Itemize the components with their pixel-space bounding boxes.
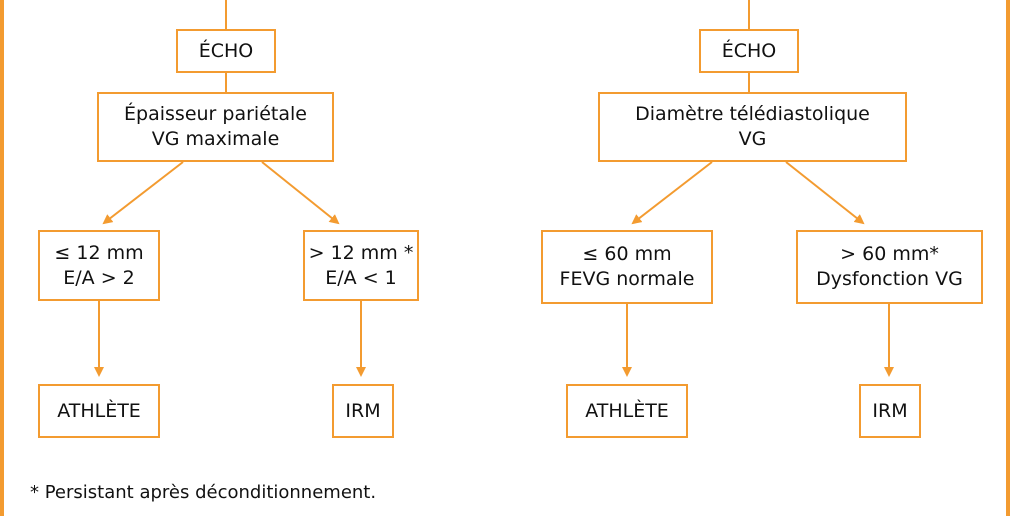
left-question-box: Épaisseur pariétale VG maximale	[97, 92, 334, 162]
left-question-to-low-arrow	[102, 161, 184, 225]
right-question-to-low-arrow	[631, 161, 713, 225]
right-outcome-athlete-label: ATHLÈTE	[585, 399, 669, 422]
left-branch-high-line-1: > 12 mm *	[308, 241, 414, 264]
right-question-line-1: Diamètre télédiastolique	[635, 103, 870, 125]
left-branch-low-line-1: ≤ 12 mm	[54, 241, 144, 264]
left-branch-low-box: ≤ 12 mm E/A > 2	[38, 230, 160, 301]
left-question-line-2: VG maximale	[151, 128, 280, 150]
left-root-echo-box: ÉCHO	[176, 29, 276, 73]
right-branch-low-line-1: ≤ 60 mm	[582, 243, 672, 265]
right-question-to-high-arrow	[785, 161, 865, 225]
right-branch-low-box: ≤ 60 mm FEVG normale	[541, 230, 713, 304]
right-branch-high-line-1: > 60 mm*	[840, 243, 939, 265]
left-question-line-1: Épaisseur pariétale	[124, 103, 307, 125]
left-outcome-athlete-box: ATHLÈTE	[38, 384, 160, 438]
right-root-label: ÉCHO	[721, 39, 777, 62]
right-branch-low-line-2: FEVG normale	[559, 268, 695, 290]
right-question-line-2: VG	[738, 128, 767, 150]
right-outcome-irm-box: IRM	[859, 384, 921, 438]
right-outcome-athlete-box: ATHLÈTE	[566, 384, 688, 438]
right-branch-high-line-2: Dysfonction VG	[816, 268, 963, 290]
left-outcome-athlete-label: ATHLÈTE	[57, 399, 141, 422]
left-question-to-high-arrow	[261, 161, 340, 225]
left-root-label: ÉCHO	[198, 39, 254, 62]
right-question-box: Diamètre télédiastolique VG	[598, 92, 907, 162]
left-branch-high-box: > 12 mm * E/A < 1	[303, 230, 419, 301]
footnote: * Persistant après déconditionnement.	[30, 482, 377, 503]
left-outcome-irm-box: IRM	[332, 384, 394, 438]
left-outcome-irm-label: IRM	[345, 399, 381, 422]
frame-right-edge	[1006, 0, 1010, 516]
left-branch-high-line-2: E/A < 1	[325, 266, 397, 289]
frame-left-edge	[0, 0, 4, 516]
right-outcome-irm-label: IRM	[872, 399, 908, 422]
left-branch-low-line-2: E/A > 2	[63, 266, 135, 289]
right-branch-high-box: > 60 mm* Dysfonction VG	[796, 230, 983, 304]
right-root-echo-box: ÉCHO	[699, 29, 799, 73]
